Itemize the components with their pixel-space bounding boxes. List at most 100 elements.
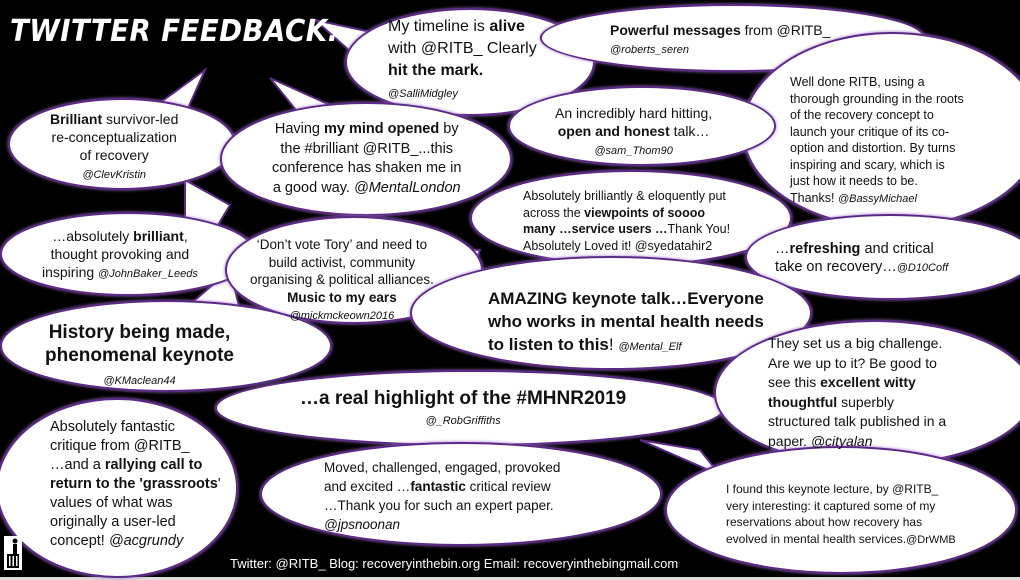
- quote-line: originally a user-led: [50, 513, 221, 532]
- quote-line: @SalliMidgley: [388, 82, 537, 105]
- twitter-handle: @_RobGriffiths: [425, 415, 501, 427]
- quote-text: Brilliant: [50, 111, 103, 127]
- twitter-handle: @sam_Thom90: [594, 145, 673, 157]
- quote-text: An incredibly hard hitting,: [555, 105, 713, 121]
- quote-line: Thanks! @BassyMichael: [790, 190, 964, 208]
- quote-line: paper. @cityalan: [768, 432, 946, 452]
- quote-line: AMAZING keynote talk…Everyone: [488, 287, 764, 310]
- twitter-handle: @BassyMichael: [837, 192, 917, 205]
- quote-line: Are we up to it? Be good to: [768, 354, 946, 374]
- quote-text: inspiring: [42, 264, 99, 280]
- quote-text: a good way.: [272, 179, 354, 196]
- quote-text: phenomenal keynote: [45, 345, 234, 366]
- quote-line: inspiring @JohnBaker_Leeds: [42, 263, 198, 283]
- quote-text: return to the 'grassroots: [50, 476, 218, 492]
- quote-text: Thank You!: [667, 222, 731, 236]
- quote-text: structured talk published in a: [768, 413, 947, 429]
- quote-text: …: [775, 241, 790, 257]
- quote-text: critique from @RITB_: [50, 438, 190, 454]
- quote-line: the #brilliant @RITB_...this: [272, 140, 461, 160]
- quote-line: with @RITB_ Clearly: [388, 38, 537, 60]
- quote-text: My timeline is: [388, 18, 490, 35]
- quote-text: by: [439, 121, 459, 137]
- twitter-handle: @cityalan: [810, 432, 873, 449]
- quote-text: of recovery: [79, 147, 149, 163]
- quote-text: refreshing: [789, 241, 861, 257]
- quote-line: @_RobGriffiths: [300, 409, 626, 431]
- quote-line: Well done RITB, using a: [790, 74, 964, 91]
- quote-text: from @RITB_: [740, 22, 831, 38]
- quote-line: re-conceptualization: [50, 128, 178, 146]
- speech-bubble: [745, 214, 1020, 300]
- twitter-handle: @D10Coff: [896, 262, 949, 274]
- tweet-quote: …absolutely brilliant,thought provoking …: [42, 227, 198, 283]
- quote-line: I found this keynote lecture, by @RITB_: [726, 481, 956, 498]
- quote-text: They set us a big challenge.: [768, 335, 943, 351]
- quote-text: paper.: [768, 432, 811, 449]
- quote-line: …refreshing and critical: [775, 240, 948, 258]
- quote-text: and critical: [860, 241, 934, 257]
- page-title: TWITTER FEEDBACK...: [10, 14, 361, 49]
- quote-text: many …service users …: [523, 222, 668, 236]
- tweet-quote: Powerful messages from @RITB_@roberts_se…: [610, 21, 830, 59]
- quote-text: thorough grounding in the roots: [790, 91, 964, 106]
- quote-line: concept! @acgrundy: [50, 532, 221, 551]
- quote-line: take on recovery…@D10Coff: [775, 258, 948, 277]
- twitter-handle: @Mental_Elf: [618, 341, 682, 353]
- twitter-handle: @JohnBaker_Leeds: [98, 268, 198, 280]
- quote-text: very interesting: it captured some of my: [726, 498, 936, 513]
- speech-bubble: [220, 102, 512, 216]
- quote-text: ‘Don’t vote Tory’ and need to: [256, 237, 428, 252]
- quote-line: thorough grounding in the roots: [790, 91, 964, 108]
- quote-line: structured talk published in a: [768, 412, 946, 432]
- bottom-border: [0, 577, 1020, 580]
- quote-text: values of what was: [50, 495, 173, 511]
- quote-line: of recovery: [50, 146, 178, 164]
- speech-bubble: [260, 442, 662, 546]
- quote-text: brilliant: [133, 228, 184, 244]
- quote-text: I found this keynote lecture, by @RITB_: [726, 482, 939, 496]
- speech-bubble: [0, 300, 332, 392]
- quote-line: hit the mark.: [388, 60, 537, 82]
- quote-line: ‘Don’t vote Tory’ and need to: [250, 236, 434, 254]
- quote-line: History being made,: [45, 321, 234, 344]
- twitter-handle: @SalliMidgley: [388, 88, 458, 100]
- quote-text: inspiring and scary, which is: [790, 157, 945, 172]
- quote-text: ,: [183, 228, 188, 244]
- quote-text: across the: [523, 205, 585, 220]
- quote-text: excellent witty: [820, 374, 916, 390]
- quote-text: …and a: [50, 457, 105, 473]
- quote-text: re-conceptualization: [51, 129, 177, 145]
- quote-line: to listen to this! @Mental_Elf: [488, 333, 764, 359]
- quote-line: phenomenal keynote: [45, 344, 234, 367]
- quote-text: originally a user-led: [50, 514, 176, 530]
- quote-text: rallying call to: [104, 457, 203, 473]
- twitter-handle: @roberts_seren: [610, 44, 690, 56]
- quote-text: who works in mental health needs: [488, 312, 764, 331]
- quote-text: organising & political alliances.: [250, 272, 434, 287]
- tweet-quote: History being made,phenomenal keynote@KM…: [45, 321, 234, 393]
- quote-line: of the recovery concept to: [790, 107, 964, 124]
- quote-text: concept!: [50, 533, 109, 549]
- quote-line: Brilliant survivor-led: [50, 110, 178, 128]
- quote-text: with @RITB_ Clearly: [388, 40, 537, 57]
- quote-line: option and distortion. By turns: [790, 140, 964, 157]
- quote-line: a good way. @MentalLondon: [272, 179, 461, 199]
- footer-contact: Twitter: @RITB_ Blog: recoveryinthebin.o…: [230, 556, 679, 571]
- quote-line: @ClevKristin: [50, 164, 178, 184]
- twitter-handle: @acgrundy: [108, 533, 184, 549]
- quote-line: and excited …fantastic critical review: [324, 477, 560, 496]
- tail: [639, 439, 721, 476]
- quote-line: organising & political alliances.: [250, 271, 434, 289]
- quote-line: inspiring and scary, which is: [790, 157, 964, 174]
- quote-line: Music to my ears: [250, 289, 434, 307]
- quote-text: …absolutely: [52, 228, 134, 244]
- speech-bubble: [215, 370, 725, 446]
- quote-line: launch your critique of its co-: [790, 124, 964, 141]
- quote-text: launch your critique of its co-: [790, 124, 950, 139]
- quote-line: …and a rallying call to: [50, 456, 221, 475]
